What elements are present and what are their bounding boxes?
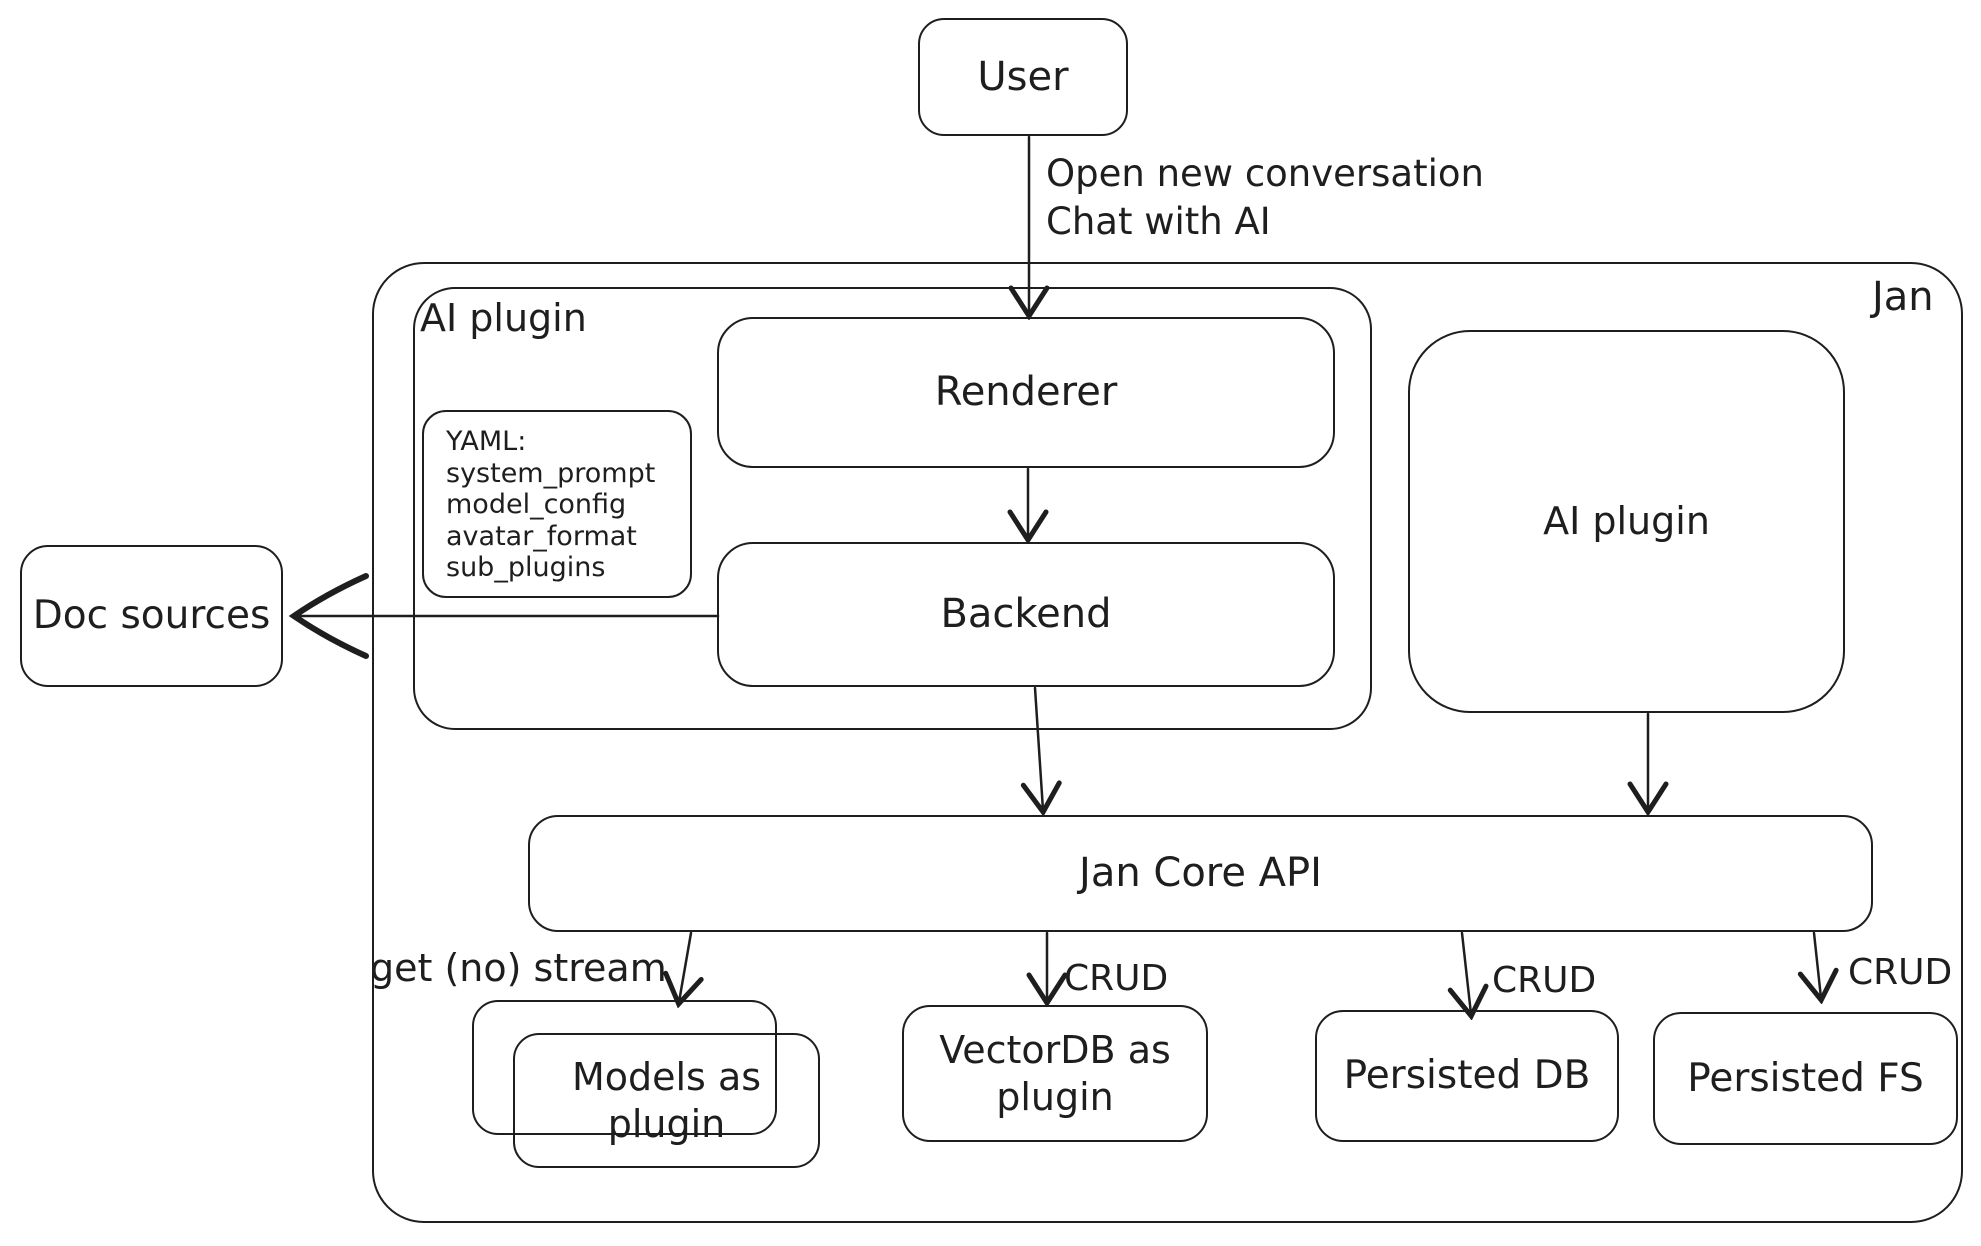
open-conversation-edge-label: Open new conversation Chat with AI xyxy=(1046,152,1484,244)
crud-persisted-db-edge-label: CRUD xyxy=(1492,960,1597,1001)
persisted-db-node-label: Persisted DB xyxy=(1343,1053,1591,1099)
renderer-node: Renderer xyxy=(717,317,1335,468)
crud-vectordb-edge-label: CRUD xyxy=(1064,958,1169,999)
renderer-node-label: Renderer xyxy=(934,369,1118,416)
doc-sources-node-label: Doc sources xyxy=(32,593,271,639)
yaml-note-field: sub_plugins xyxy=(446,552,606,584)
yaml-note-title: YAML: xyxy=(446,426,527,457)
yaml-note-field: model_config xyxy=(446,489,627,521)
jan-container xyxy=(372,262,1963,1223)
backend-node-label: Backend xyxy=(940,591,1112,638)
vectordb-plugin-node-label: VectorDB as plugin xyxy=(939,1028,1171,1119)
persisted-fs-node-label: Persisted FS xyxy=(1687,1055,1924,1101)
crud-persisted-fs-edge-label: CRUD xyxy=(1848,952,1953,993)
jan-core-api-node: Jan Core API xyxy=(528,815,1873,932)
user-node: User xyxy=(918,18,1128,136)
user-node-label: User xyxy=(977,53,1069,100)
ai-plugin-right-node: AI plugin xyxy=(1408,330,1845,713)
models-plugin-node-label: Models as plugin xyxy=(571,1055,762,1146)
persisted-db-node: Persisted DB xyxy=(1315,1010,1619,1142)
ai-plugin-left-label: AI plugin xyxy=(420,296,587,340)
get-no-stream-edge-label: get (no) stream xyxy=(370,946,667,990)
jan-core-api-node-label: Jan Core API xyxy=(1079,850,1322,897)
ai-plugin-right-node-label: AI plugin xyxy=(1543,499,1710,544)
yaml-note-field: avatar_format xyxy=(446,520,637,552)
models-plugin-back-box xyxy=(472,1000,777,1135)
vectordb-plugin-node: VectorDB as plugin xyxy=(902,1005,1208,1142)
yaml-note: YAML: system_prompt model_config avatar_… xyxy=(422,410,692,598)
yaml-note-field: system_prompt xyxy=(446,457,656,489)
doc-sources-node: Doc sources xyxy=(20,545,283,687)
ai-plugin-left-container xyxy=(413,287,1372,730)
jan-container-label: Jan xyxy=(1872,274,1934,320)
backend-node: Backend xyxy=(717,542,1335,687)
models-plugin-node: Models as plugin xyxy=(513,1033,820,1168)
persisted-fs-node: Persisted FS xyxy=(1653,1012,1958,1145)
